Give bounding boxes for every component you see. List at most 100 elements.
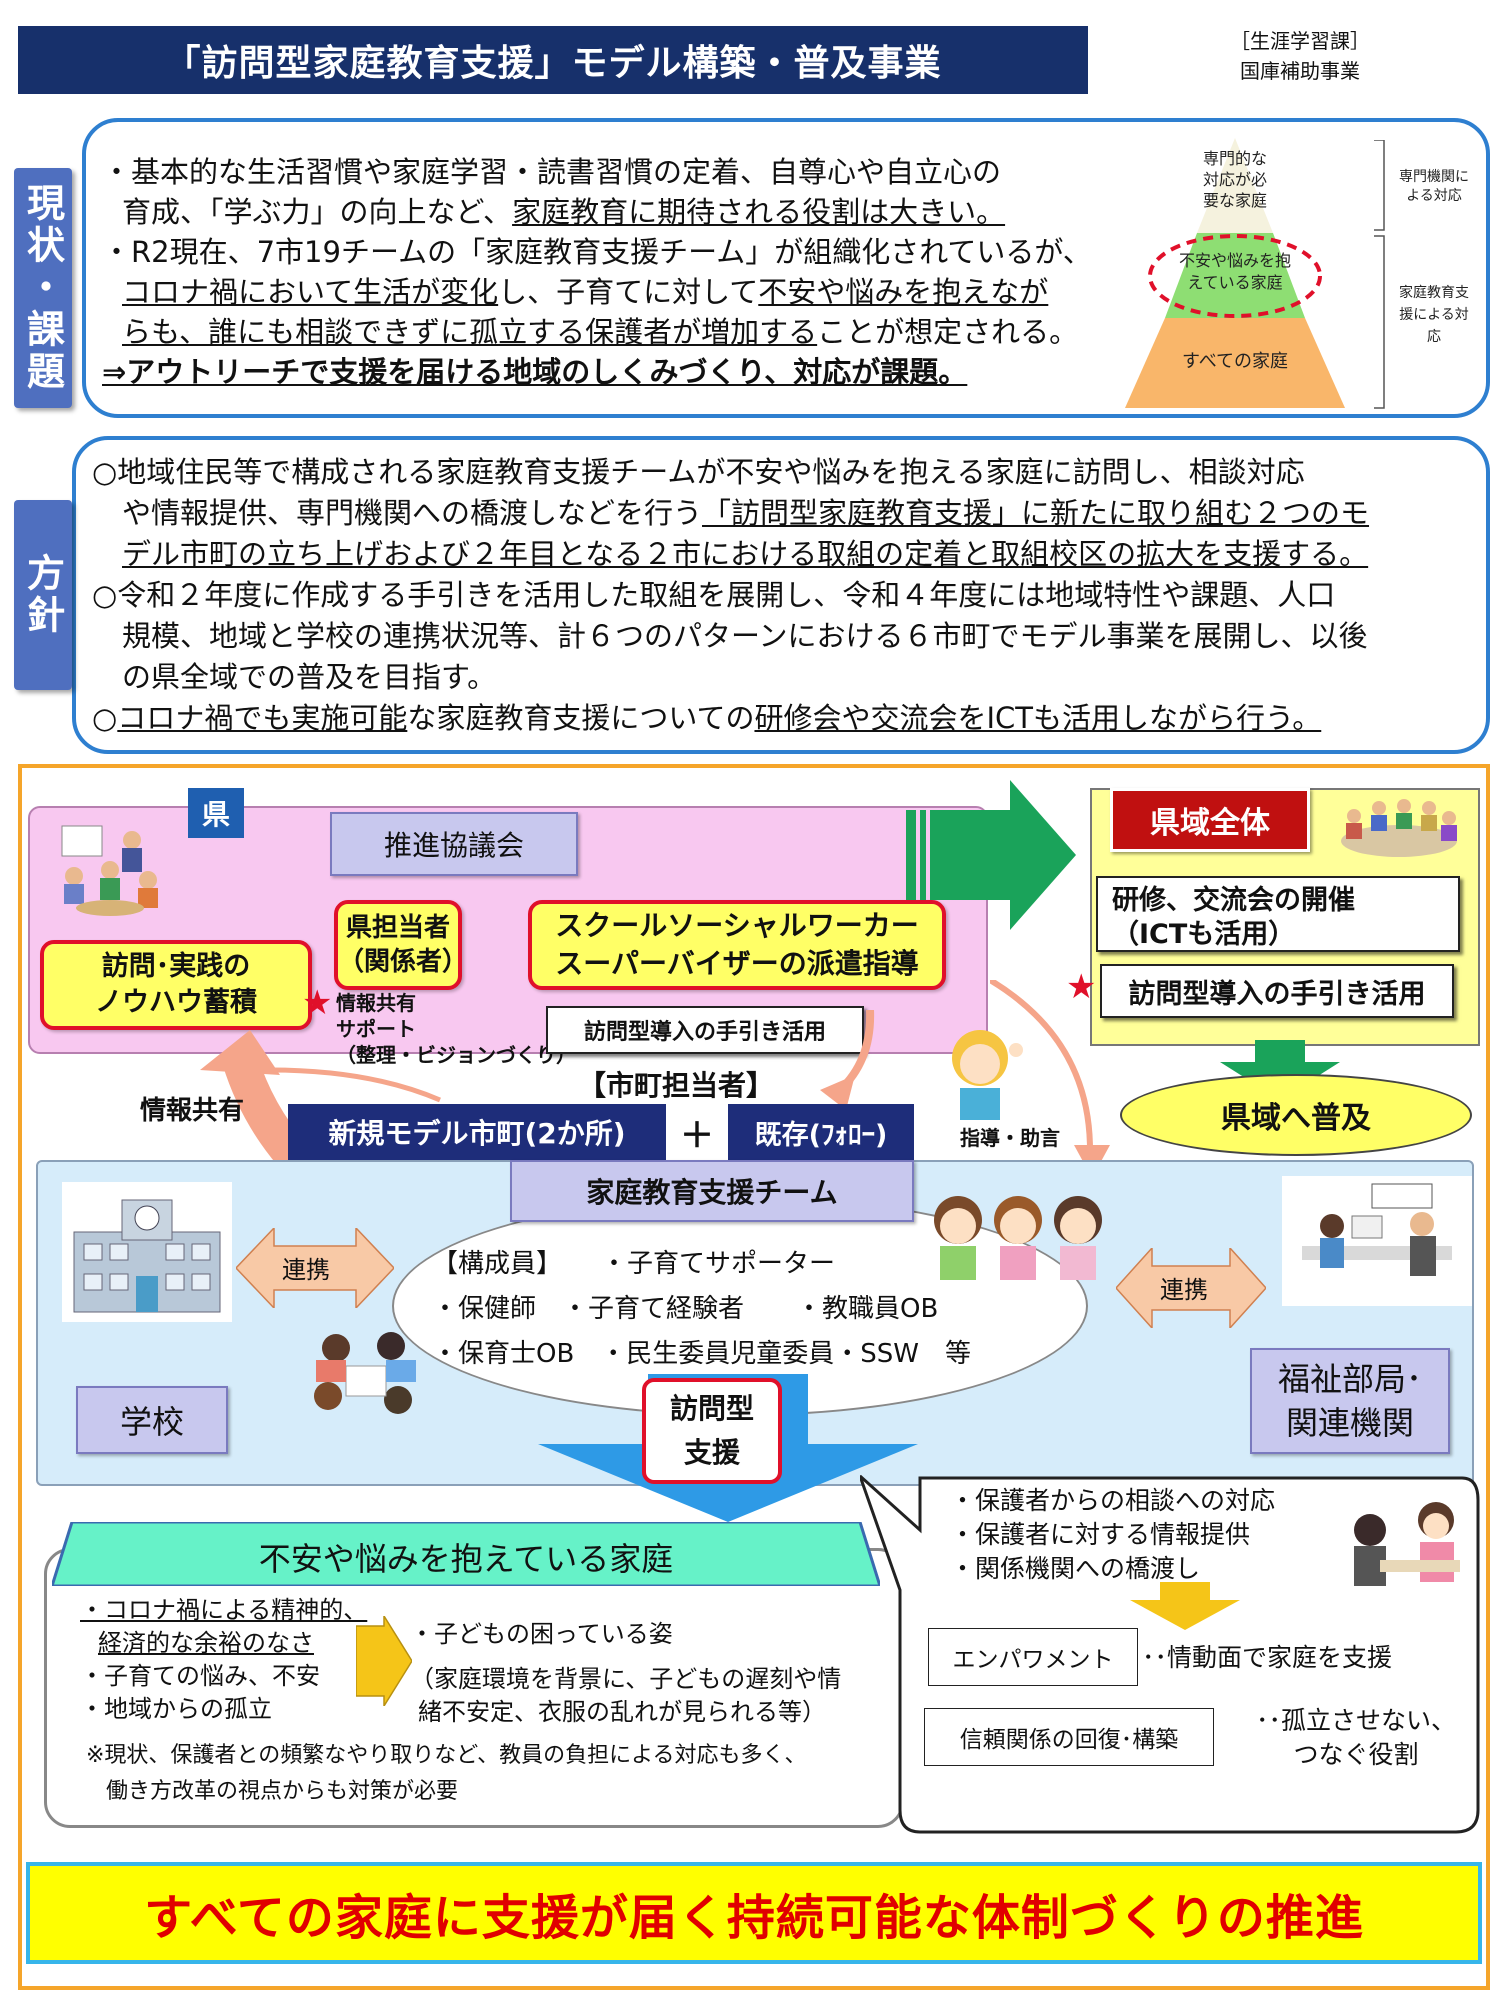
- policy-2b: 規模、地域と学校の連携状況等、計６つのパターンにおける６市町でモデル事業を展開し…: [122, 619, 1368, 653]
- subsidy-label: 国庫補助事業: [1240, 59, 1360, 83]
- symptom-2: （家庭環境を背景に、子どもの遅刻や情: [410, 1665, 842, 1693]
- ssw-dispatch: スクールソーシャルワーカー スーパーバイザーの派遣指導: [528, 900, 946, 990]
- status-conclusion: ⇒アウトリーチで支援を届ける地域のしくみづくり、対応が課題。: [102, 355, 968, 389]
- policy-section-label: 方針: [14, 500, 72, 690]
- note-line-2: 働き方改革の視点からも対策が必要: [106, 1779, 459, 1804]
- pyramid-bottom-tier: [1125, 318, 1345, 408]
- empowerment-desc: ･･情動面で家庭を支援: [1142, 1643, 1393, 1672]
- policy-1c: デル市町の立ち上げおよび２年目となる２市における取組の定着と取組校区の拡大を支援…: [122, 537, 1369, 571]
- welfare-box: 福祉部局･ 関連機関: [1250, 1348, 1450, 1454]
- status-bullet-2b: コロナ禍において生活が変化し、子育てに対して不安や悩みを抱えなが: [122, 275, 1049, 309]
- page-title: 「訪問型家庭教育支援」モデル構築・普及事業: [18, 26, 1088, 94]
- cause-1b: 経済的な余裕のなさ: [98, 1629, 314, 1657]
- status-section-label: 現状・課題: [14, 168, 72, 408]
- school-icon: [62, 1182, 232, 1322]
- cause-2: ・子育ての悩み、不安: [80, 1662, 320, 1690]
- note-home-education: 家庭教育支援による対応: [1399, 285, 1469, 345]
- symptom-3: 緒不安定、衣服の乱れが見られる等）: [418, 1698, 826, 1726]
- plus-sign: ＋: [680, 1116, 714, 1156]
- action-1: ・保護者からの相談への対応: [950, 1486, 1276, 1515]
- support-actions: ・保護者からの相談への対応 ・保護者に対する情報提供 ・関係機関への橋渡し: [950, 1484, 1310, 1586]
- troubled-family-box: [44, 1548, 904, 1828]
- new-model-municipality: 新規モデル市町(2か所): [288, 1104, 666, 1160]
- symptom-1: ・子どもの困っている姿: [410, 1620, 673, 1648]
- prefecture-spread-oval: 県域へ普及: [1120, 1074, 1472, 1156]
- bubble-down-arrow: [1130, 1582, 1240, 1630]
- consult-illustration: [1354, 1502, 1460, 1586]
- child-symptoms: ・子どもの困っている姿 （家庭環境を背景に、子どもの遅刻や情 緒不安定、衣服の乱…: [410, 1618, 900, 1729]
- team-members-illustration: [934, 1196, 1102, 1280]
- knowhow-accumulation: 訪問･実践の ノウハウ蓄積: [40, 940, 312, 1030]
- pyramid-middle-label: 不安や悩みを抱えている家庭: [1178, 251, 1291, 292]
- link-right-label: 連携: [1160, 1276, 1208, 1304]
- municipal-officer-label: 【市町担当者】: [578, 1069, 775, 1102]
- troubled-title-bg: [52, 1522, 880, 1586]
- guide-use-small: 訪問型導入の手引き活用: [546, 1006, 864, 1054]
- star-icon-2: ★: [1066, 967, 1097, 1007]
- action-2: ・保護者に対する情報提供: [950, 1520, 1251, 1549]
- policy-1a: ○地域住民等で構成される家庭教育支援チームが不安や悩みを抱える家庭に訪問し、相談…: [92, 455, 1305, 489]
- prefecture-tag: 県: [188, 788, 244, 838]
- guidance-label: 指導・助言: [960, 1126, 1060, 1150]
- visit-support-box: 訪問型 支援: [642, 1378, 782, 1484]
- star-icon: ★: [302, 983, 333, 1023]
- cause-effect-arrow: [356, 1616, 412, 1706]
- troubled-family-title: 不安や悩みを抱えている家庭: [258, 1540, 674, 1578]
- whole-prefecture-tag: 県域全体: [1110, 788, 1310, 852]
- members-line-1: 【構成員】 ・子育てサポーター: [432, 1249, 836, 1279]
- pyramid-top-label: 専門的な対応が必要な家庭: [1202, 149, 1267, 210]
- status-bullet-1b: 育成、「学ぶ力」の向上など、家庭教育に期待される役割は大きい。: [122, 195, 1006, 229]
- policy-1b: や情報提供、専門機関への橋渡しなどを行う「訪問型家庭教育支援」に新たに取り組む２…: [122, 496, 1370, 530]
- status-bullet-1a: ・基本的な生活習慣や家庭学習・読書習慣の定着、自尊心や自立心の: [102, 155, 1002, 189]
- note-specialist: 専門機関による対応: [1399, 169, 1469, 204]
- pyramid-top-tier: [1197, 138, 1273, 233]
- info-share-label: 情報共有: [140, 1096, 245, 1126]
- members-line-2: ・保健師 ・子育て経験者 ・教職員OB: [432, 1294, 939, 1324]
- highlight-dashed-ellipse: [1148, 234, 1322, 318]
- troubled-causes: ・コロナ禍による精神的、 経済的な余裕のなさ ・子育ての悩み、不安 ・地域からの…: [80, 1594, 380, 1726]
- status-text: ・基本的な生活習慣や家庭学習・読書習慣の定着、自尊心や自立心の 育成、「学ぶ力」…: [102, 152, 1182, 392]
- link-arrow-right: [1116, 1248, 1266, 1328]
- cause-3: ・地域からの孤立: [80, 1695, 272, 1723]
- council-arrow: [270, 1067, 441, 1103]
- link-arrow-left: [236, 1228, 394, 1308]
- spread-arrow-right: [906, 780, 1076, 930]
- policy-3: ○コロナ禍でも実施可能な家庭教育支援についての研修会や交流会をICTも活用しなが…: [92, 701, 1322, 735]
- pyramid-bottom-label: すべての家庭: [1181, 351, 1289, 372]
- team-members: 【構成員】 ・子育てサポーター ・保健師 ・子育て経験者 ・教職員OB ・保育士…: [432, 1242, 1062, 1377]
- policy-text: ○地域住民等で構成される家庭教育支援チームが不安や悩みを抱える家庭に訪問し、相談…: [92, 452, 1482, 739]
- trust-desc: ･･孤立させない、 つなぐ役割: [1255, 1706, 1456, 1769]
- footer-slogan: すべての家庭に支援が届く持続可能な体制づくりの推進: [26, 1862, 1482, 1964]
- trust-box: 信頼関係の回復･構築: [924, 1708, 1214, 1766]
- department-label: ［生涯学習課］: [1230, 29, 1370, 53]
- children-illustration: [314, 1332, 416, 1414]
- guide-use-big: 訪問型導入の手引き活用: [1100, 964, 1454, 1018]
- home-education-support-team: 家庭教育支援チーム: [510, 1160, 914, 1222]
- pyramid-middle-tier: [1165, 233, 1305, 318]
- policy-2c: の県全域での普及を目指す。: [122, 660, 497, 694]
- cause-1: ・コロナ禍による精神的、: [80, 1596, 368, 1624]
- info-support-label: 情報共有 サポート （整理・ビジョンづくり）: [336, 991, 576, 1067]
- support-pyramid: [1125, 138, 1345, 408]
- support-arrow: [820, 1010, 875, 1110]
- department-info: ［生涯学習課］ 国庫補助事業: [1200, 26, 1400, 86]
- link-left-label: 連携: [282, 1256, 330, 1284]
- welfare-office-illustration: [1282, 1176, 1472, 1306]
- promotion-council: 推進協議会: [330, 812, 578, 876]
- action-3: ・関係機関への橋渡し: [950, 1554, 1201, 1583]
- status-bullet-2c: らも、誰にも相談できずに孤立する保護者が増加することが想定される。: [122, 315, 1079, 349]
- school-box: 学校: [76, 1386, 228, 1454]
- note-line-1: ※現状、保護者との頻繁なやり取りなど、教員の負担による対応も多く、: [86, 1743, 807, 1768]
- status-bullet-2a: ・R2現在、7市19チームの「家庭教育支援チーム」が組織化されているが、: [102, 235, 1092, 269]
- prefecture-officer: 県担当者 （関係者）: [334, 900, 468, 990]
- diagram-frame: [18, 764, 1490, 1990]
- existing-follow: 既存(ﾌｫﾛｰ): [728, 1104, 914, 1160]
- policy-panel: [72, 436, 1490, 754]
- training-box: 研修、交流会の開催 （ICTも活用）: [1096, 876, 1460, 952]
- meeting-illustration: [61, 825, 158, 916]
- training-illustration: [1341, 799, 1457, 857]
- policy-2a: ○令和２年度に作成する手引きを活用した取組を展開し、令和４年度には地域特性や課題…: [92, 578, 1336, 612]
- advisor-illustration: [952, 1030, 1023, 1120]
- members-line-3: ・保育士OB ・民生委員児童委員・SSW 等: [432, 1339, 972, 1369]
- teacher-burden-note: ※現状、保護者との頻繁なやり取りなど、教員の負担による対応も多く、 働き方改革の…: [86, 1738, 896, 1810]
